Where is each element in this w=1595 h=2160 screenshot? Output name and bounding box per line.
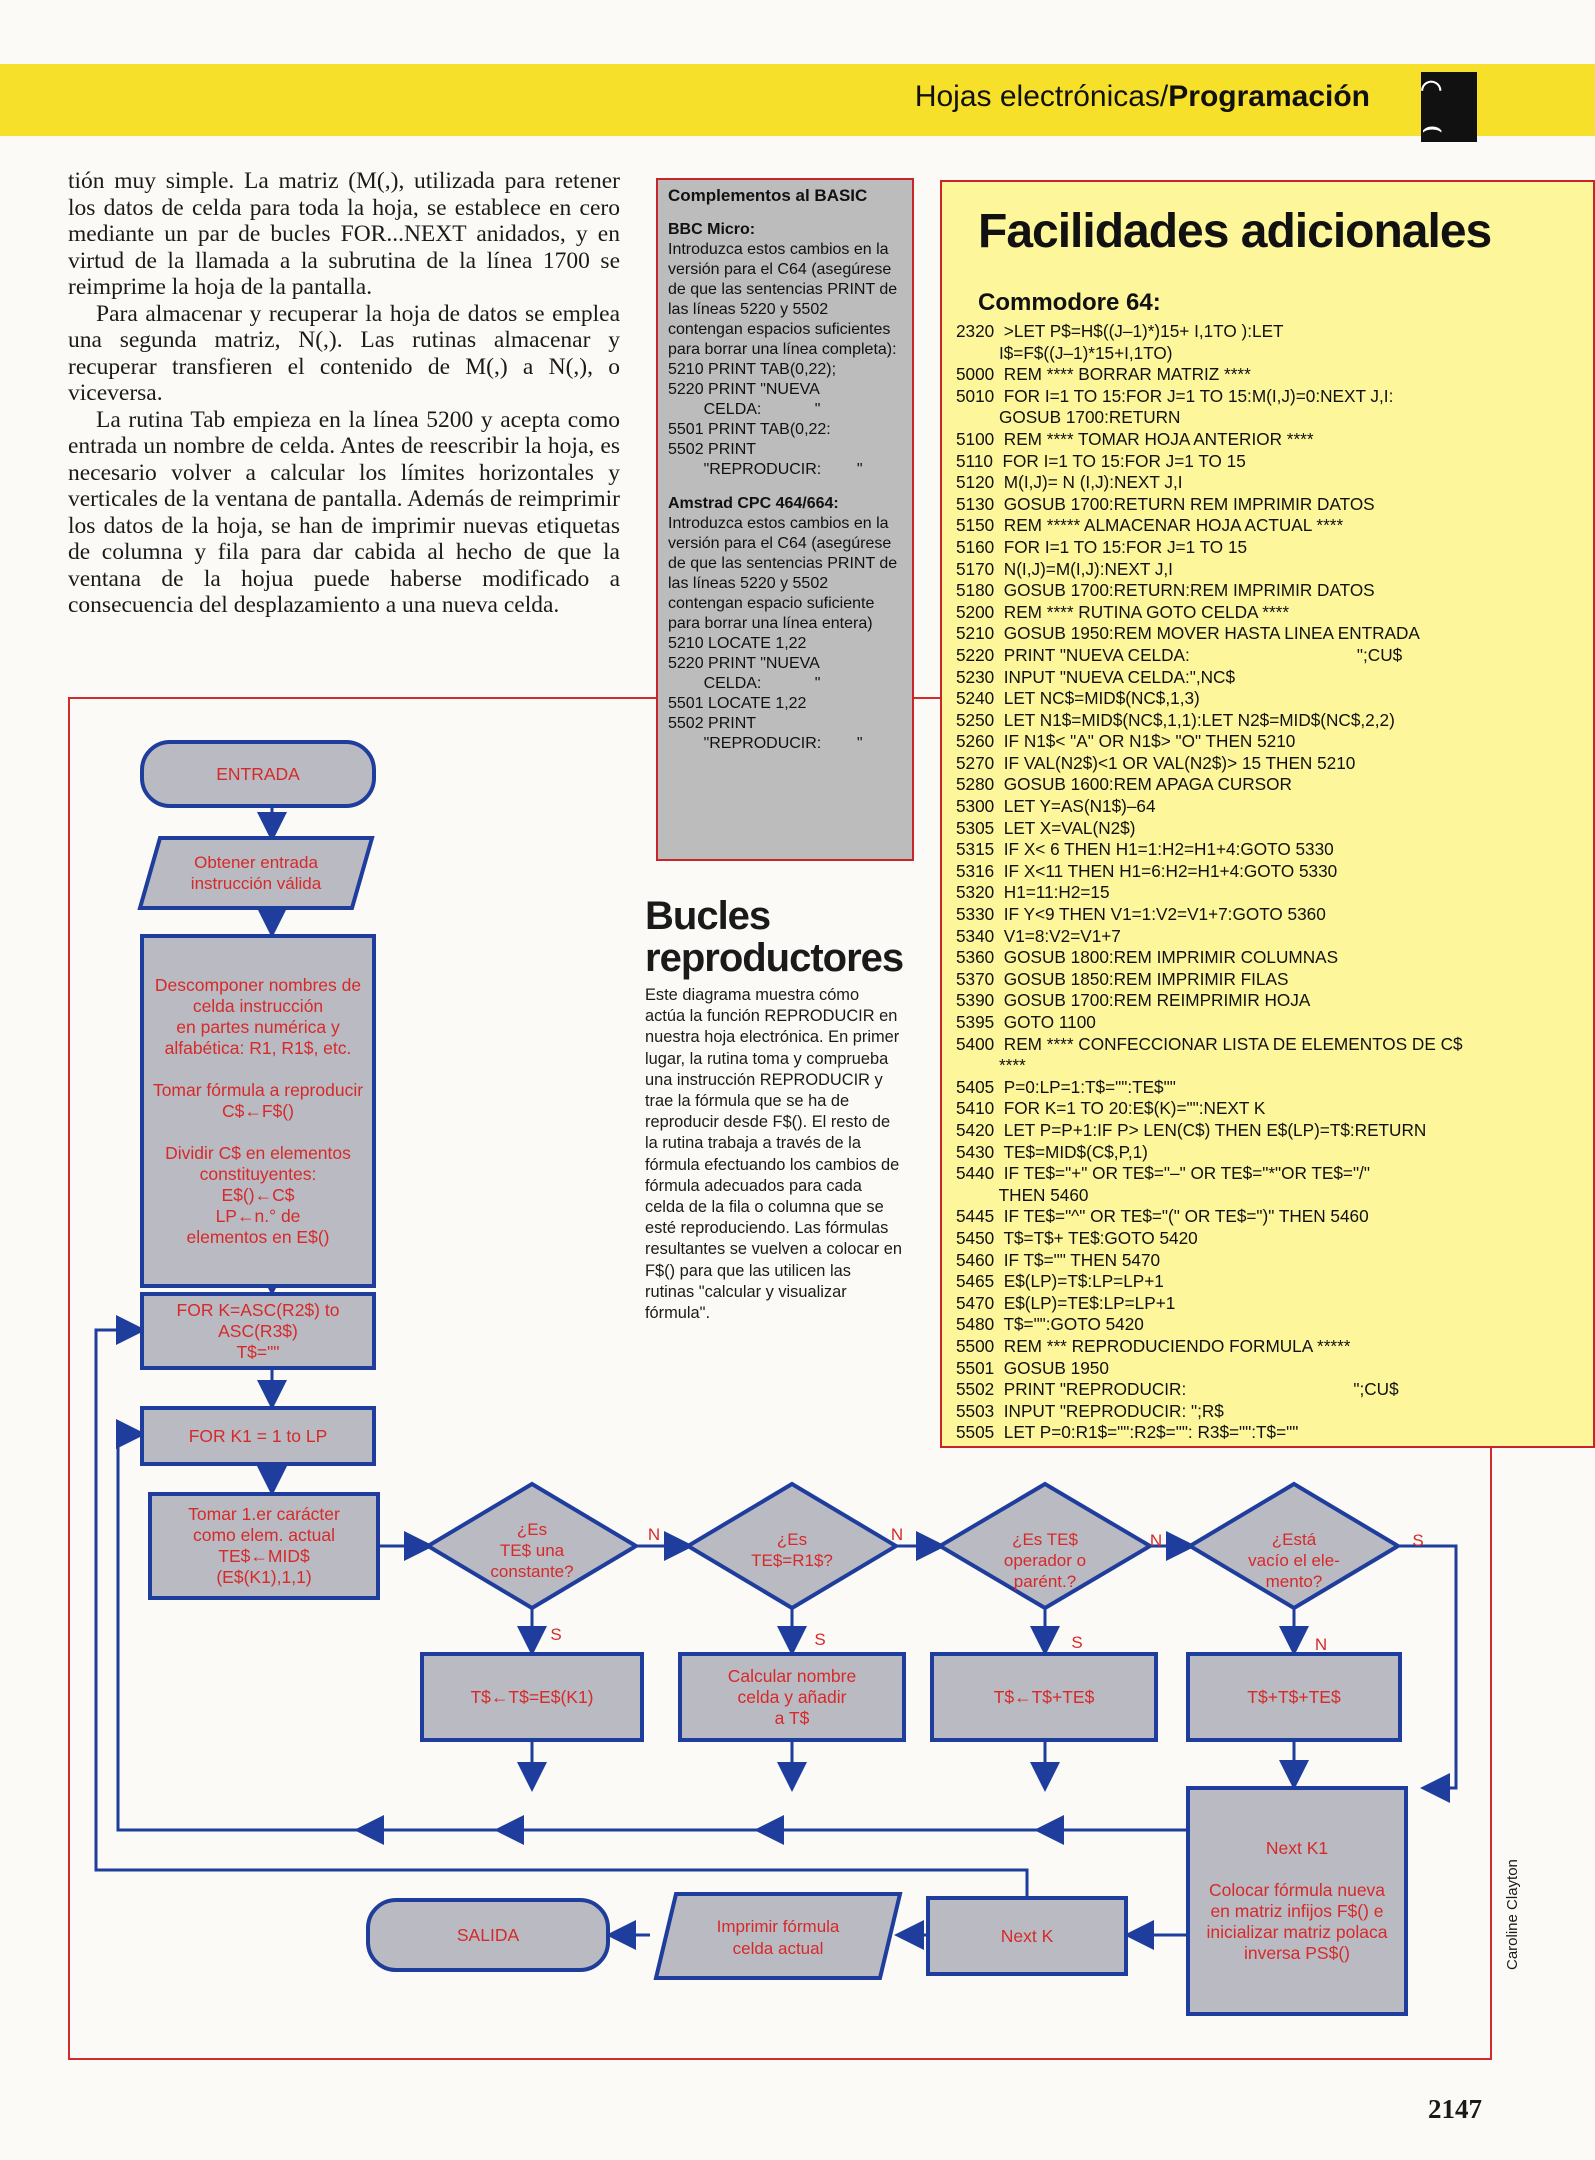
d1-line1: ¿Es: [517, 1520, 547, 1539]
facilidades-box: Facilidades adicionales Commodore 64: 23…: [940, 180, 1595, 1448]
bbc-code: 5210 PRINT TAB(0,22); 5220 PRINT "NUEVA …: [668, 361, 863, 478]
next-k1-box: Next K1 Colocar fórmula nueva en matriz …: [1186, 1786, 1408, 2016]
label-s: S: [1412, 1531, 1423, 1550]
descomponer-box: Descomponer nombres de celda instrucción…: [140, 934, 376, 1288]
d1-line2: TE$ una: [500, 1541, 565, 1560]
d4-line2: vacío el ele-: [1248, 1551, 1340, 1570]
d2-line1: ¿Es: [777, 1530, 807, 1549]
for-k-box: FOR K=ASC(R2$) to ASC(R3$) T$="": [140, 1292, 376, 1370]
basic-complements-box: Complementos al BASIC BBC Micro: Introdu…: [656, 178, 914, 861]
for-k1-box: FOR K1 = 1 to LP: [140, 1406, 376, 1466]
series-logo-icon: ⌒ ⌢: [1421, 67, 1477, 147]
body-paragraph: Para almacenar y recuperar la hoja de da…: [68, 300, 620, 407]
label-s: S: [814, 1630, 825, 1649]
label-n: N: [648, 1525, 660, 1544]
process-empty-box: T$+T$+TE$: [1186, 1652, 1402, 1742]
header-title: Hojas electrónicas/Programación: [914, 80, 1370, 113]
process-operator-box: T$←T$+TE$: [930, 1652, 1158, 1742]
body-text: tión muy simple. La matriz (M(,), utiliz…: [68, 168, 620, 619]
imprimir-line1: Imprimir fórmula: [717, 1917, 840, 1936]
d4-line3: mento?: [1266, 1572, 1323, 1591]
facilidades-title: Facilidades adicionales: [978, 205, 1492, 258]
label-n: N: [891, 1525, 903, 1544]
bbc-heading: BBC Micro:: [668, 221, 756, 238]
body-paragraph: La rutina Tab empieza en la línea 5200 y…: [68, 406, 620, 619]
body-paragraph: tión muy simple. La matriz (M(,), utiliz…: [68, 168, 620, 300]
d3-line3: parént.?: [1014, 1572, 1076, 1591]
d4-line1: ¿Está: [1272, 1530, 1317, 1549]
next-k-box: Next K: [926, 1896, 1128, 1976]
d3-line2: operador o: [1004, 1551, 1086, 1570]
obtener-line2: instrucción válida: [191, 874, 322, 893]
label-s: S: [1071, 1633, 1082, 1652]
amstrad-code: 5210 LOCATE 1,22 5220 PRINT "NUEVA CELDA…: [668, 635, 863, 752]
page-number: 2147: [1428, 2094, 1482, 2124]
label-s: S: [550, 1625, 561, 1644]
imprimir-line2: celda actual: [733, 1939, 824, 1958]
d1-line3: constante?: [490, 1562, 573, 1581]
obtener-line1: Obtener entrada: [194, 853, 318, 872]
label-n: N: [1315, 1635, 1327, 1654]
photo-credit: Caroline Clayton: [1504, 1859, 1521, 1970]
amstrad-intro: Introduzca estos cambios en la versión p…: [668, 515, 898, 632]
bucles-text: Este diagrama muestra cómo actúa la func…: [645, 986, 902, 1323]
d2-line2: TE$=R1$?: [751, 1551, 833, 1570]
header-band: [0, 64, 1595, 136]
commodore-code: 2320 >LET P$=H$((J–1)*)15+ I,1TO ):LET I…: [956, 321, 1463, 1443]
bbc-intro: Introduzca estos cambios en la versión p…: [668, 241, 898, 358]
process-cellname-box: Calcular nombre celda y añadir a T$: [678, 1652, 906, 1742]
basic-box-title: Complementos al BASIC: [668, 186, 868, 205]
commodore-heading: Commodore 64:: [978, 289, 1161, 316]
salida-terminal: SALIDA: [366, 1898, 610, 1972]
label-n: N: [1150, 1531, 1162, 1550]
tomar-box: Tomar 1.er carácter como elem. actual TE…: [148, 1492, 380, 1600]
entrada-terminal: ENTRADA: [140, 740, 376, 808]
process-constant-box: T$←T$=E$(K1): [420, 1652, 644, 1742]
amstrad-heading: Amstrad CPC 464/664:: [668, 495, 839, 512]
d3-line1: ¿Es TE$: [1012, 1530, 1078, 1549]
